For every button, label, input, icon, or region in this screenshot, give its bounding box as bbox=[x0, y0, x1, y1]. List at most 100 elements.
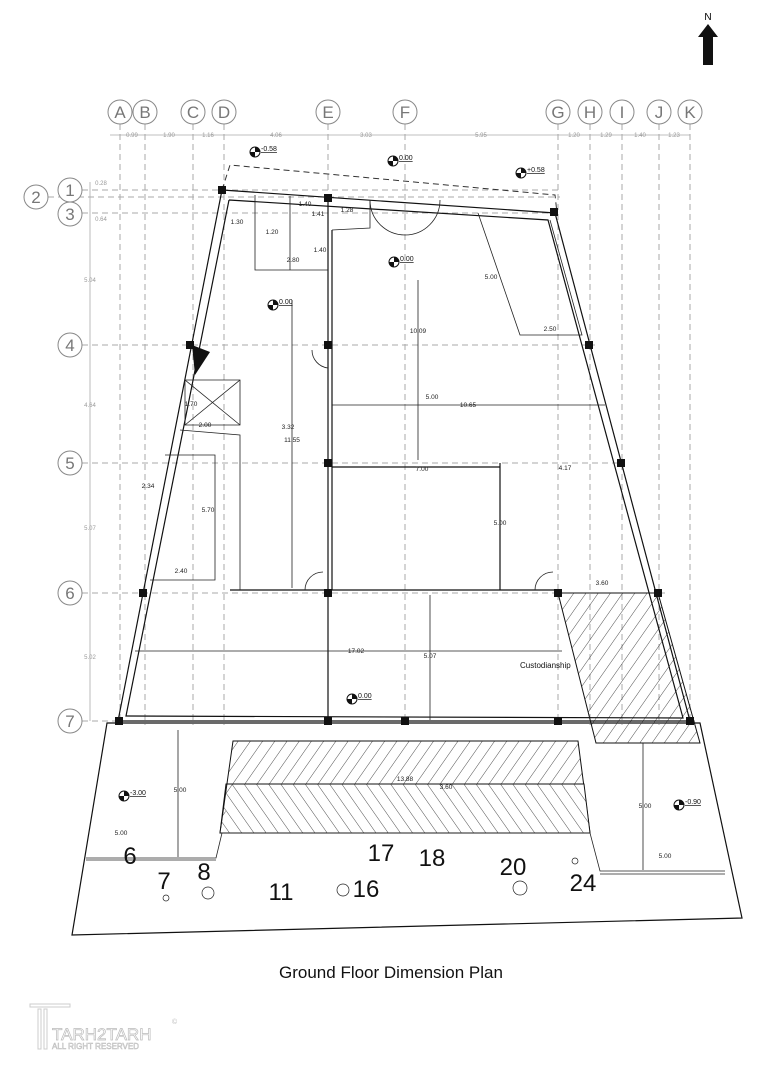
grid-bubble-4: 4 bbox=[57, 332, 83, 358]
svg-text:D: D bbox=[218, 103, 230, 122]
svg-text:-0.58: -0.58 bbox=[261, 146, 277, 153]
svg-text:1: 1 bbox=[65, 181, 74, 200]
dim-text: 13.88 bbox=[397, 776, 414, 783]
grid-dimensions: 0.99 1.90 1.16 4.06 3.03 5.95 1.20 1.29 … bbox=[84, 133, 680, 661]
dim-text: 1.40 bbox=[299, 201, 312, 208]
dimension-lines bbox=[135, 280, 644, 870]
dim-text: 5.00 bbox=[659, 853, 672, 860]
grid-bubble-5: 5 bbox=[57, 450, 83, 476]
dim-text: 1.20 bbox=[266, 229, 279, 236]
grid-bubble-1: 1 bbox=[57, 177, 83, 203]
svg-text:6: 6 bbox=[65, 584, 74, 603]
grid-bubble-j: J bbox=[646, 99, 672, 125]
svg-text:J: J bbox=[655, 103, 664, 122]
svg-text:F: F bbox=[400, 103, 410, 122]
grid-bubble-3: 3 bbox=[57, 201, 83, 227]
interior-dimensions: 1.40 1.41 1.28 1.30 1.20 1.40 2.80 10.09… bbox=[115, 201, 672, 860]
svg-text:0.00: 0.00 bbox=[358, 693, 372, 700]
logo-text: TARH2TARH bbox=[52, 1025, 152, 1044]
dim-text: 5.07 bbox=[424, 653, 437, 660]
grid-bubble-h: H bbox=[577, 99, 603, 125]
site-boundary bbox=[71, 592, 743, 936]
elevation-markers: -0.58 0.00 +0.58 0.00 0.00 0.00 -3.00 -0… bbox=[118, 146, 701, 811]
top-dim: 4.06 bbox=[270, 133, 282, 139]
dim-text: 4.17 bbox=[559, 465, 572, 472]
top-dim: 1.90 bbox=[163, 133, 175, 139]
grid-bubble-c: C bbox=[180, 99, 206, 125]
top-dim: 3.03 bbox=[360, 133, 372, 139]
logo-subtext: ALL RIGHT RESERVED bbox=[52, 1042, 139, 1051]
dim-text: 1.40 bbox=[314, 247, 327, 254]
plot-number: 24 bbox=[570, 870, 597, 897]
plot-number: 7 bbox=[157, 868, 170, 895]
grid-bubble-f: F bbox=[392, 99, 418, 125]
left-dim: 5.04 bbox=[84, 278, 96, 284]
level-marker: 0.00 bbox=[387, 155, 413, 167]
left-dim: 0.64 bbox=[95, 217, 107, 223]
top-dim: 0.99 bbox=[126, 133, 138, 139]
dim-text: 1.70 bbox=[185, 401, 198, 408]
structural-columns bbox=[115, 186, 694, 725]
grid-row-bubbles: 1 2 3 4 5 6 7 bbox=[23, 177, 83, 734]
svg-text:7: 7 bbox=[65, 712, 74, 731]
plot-numbers: 6 7 8 11 16 17 18 20 24 bbox=[123, 840, 596, 906]
plot-number: 20 bbox=[500, 854, 527, 881]
dim-text: 5.00 bbox=[494, 520, 507, 527]
grid-bubble-b: B bbox=[132, 99, 158, 125]
north-label: N bbox=[704, 12, 711, 23]
plot-number: 8 bbox=[197, 859, 210, 886]
dim-text: 10.65 bbox=[460, 402, 477, 409]
dim-text: 11.55 bbox=[284, 437, 300, 444]
dim-text: 5.00 bbox=[485, 274, 498, 281]
svg-text:-0.90: -0.90 bbox=[685, 799, 701, 806]
north-arrow-icon: N bbox=[698, 12, 718, 65]
plot-number: 16 bbox=[353, 876, 380, 903]
level-marker: -3.00 bbox=[118, 790, 146, 802]
dim-text: 5.00 bbox=[426, 394, 439, 401]
left-dim: 4.64 bbox=[84, 403, 96, 409]
dim-text: 1.41 bbox=[312, 211, 325, 218]
registered-mark: © bbox=[172, 1018, 178, 1026]
dim-text: 2.40 bbox=[175, 568, 188, 575]
dim-text: 3.32 bbox=[282, 424, 295, 431]
top-dim: 1.40 bbox=[634, 133, 646, 139]
grid-bubble-a: A bbox=[107, 99, 133, 125]
dim-text: 5.00 bbox=[174, 787, 187, 794]
level-marker: -0.58 bbox=[249, 146, 277, 158]
building-walls bbox=[117, 164, 691, 722]
left-dim: 5.02 bbox=[84, 655, 96, 661]
svg-text:2: 2 bbox=[31, 188, 40, 207]
dim-text: 2.00 bbox=[199, 422, 212, 429]
tarh2tarh-logo: TARH2TARH ALL RIGHT RESERVED © bbox=[29, 1003, 178, 1051]
dim-text: 17.02 bbox=[348, 648, 365, 655]
dim-text: 2.50 bbox=[544, 326, 557, 333]
top-dim: 1.16 bbox=[202, 133, 214, 139]
plot-number: 17 bbox=[368, 840, 395, 867]
grid-column-bubbles: A B C D E F G H I J K bbox=[107, 99, 703, 125]
level-marker: 0.00 bbox=[346, 693, 372, 705]
svg-text:+0.58: +0.58 bbox=[527, 167, 545, 174]
grid-bubble-6: 6 bbox=[57, 580, 83, 606]
grid-bubble-d: D bbox=[211, 99, 237, 125]
svg-text:5: 5 bbox=[65, 454, 74, 473]
left-dim: 5.07 bbox=[84, 526, 96, 532]
left-dim: 0.28 bbox=[95, 181, 107, 187]
plot-number: 11 bbox=[269, 879, 294, 906]
svg-text:0.00: 0.00 bbox=[399, 155, 413, 162]
dim-text: 2.80 bbox=[287, 257, 300, 264]
svg-text:0.00: 0.00 bbox=[400, 256, 414, 263]
dim-text: 3.60 bbox=[596, 580, 609, 587]
dim-text: 1.30 bbox=[231, 219, 244, 226]
grid-bubble-i: I bbox=[609, 99, 635, 125]
level-marker: 0.00 bbox=[267, 299, 293, 311]
plot-number: 6 bbox=[123, 843, 136, 870]
dim-text: 1.28 bbox=[341, 207, 354, 214]
grid-bubble-g: G bbox=[545, 99, 571, 125]
top-dim: 1.20 bbox=[568, 133, 580, 139]
dim-text: 5.70 bbox=[202, 507, 215, 514]
dim-text: 5.00 bbox=[115, 830, 128, 837]
grid-bubble-7: 7 bbox=[57, 708, 83, 734]
level-marker: +0.58 bbox=[515, 167, 545, 179]
svg-text:3: 3 bbox=[65, 205, 74, 224]
